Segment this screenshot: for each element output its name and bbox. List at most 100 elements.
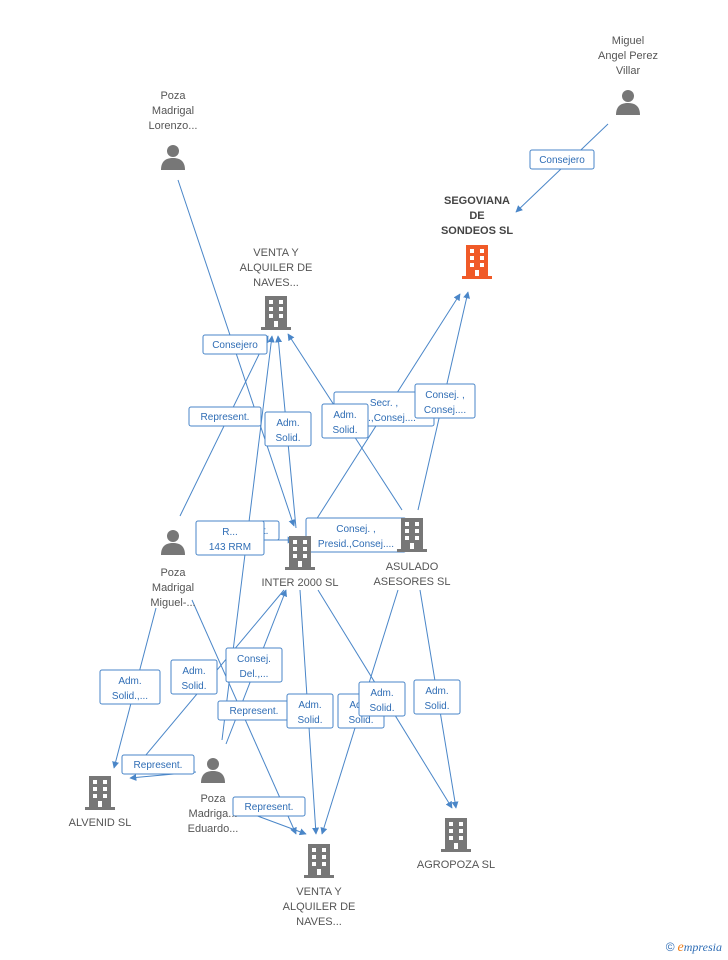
brand-logo[interactable]: © empresia	[666, 940, 722, 956]
edge-label-adm-solid-5[interactable]: Adm. Solid.	[286, 693, 334, 729]
edge-label-text: Solid.	[424, 701, 449, 712]
edge-label-rrm[interactable]: R... 143 RRM	[195, 520, 265, 556]
node-label: VENTA Y	[253, 247, 299, 259]
node-venta-top[interactable]: VENTA Y ALQUILER DE NAVES...	[240, 247, 313, 330]
node-label: INTER 2000 SL	[261, 577, 338, 589]
node-label: NAVES...	[253, 277, 299, 289]
node-label: ALVENID SL	[69, 817, 132, 829]
edge-label-adm-solid-4[interactable]: Adm. Solid.	[170, 659, 218, 695]
node-label: Lorenzo...	[149, 120, 198, 132]
edge-label-text: Adm.	[298, 700, 321, 711]
edge-label-text: Consej. ,	[336, 524, 375, 535]
node-poza-lorenzo[interactable]: PozaMadrigalLorenzo...	[149, 90, 198, 170]
edge-label-text: Represent.	[134, 760, 183, 771]
edge-label-text: Consejero	[212, 340, 258, 351]
person-icon	[161, 530, 185, 555]
edge-label-text: Represent.	[230, 706, 279, 717]
node-label: SONDEOS SL	[441, 225, 513, 237]
person-icon	[161, 145, 185, 170]
node-label: Madrigal	[152, 582, 194, 594]
edge-label-adm-solid-7[interactable]: Adm. Solid.	[358, 681, 406, 717]
edge-label-consejero-miguel[interactable]: Consejero	[529, 149, 595, 170]
node-inter2000[interactable]: INTER 2000 SL	[261, 536, 339, 589]
edge-label-text: Consejero	[539, 155, 585, 166]
edge-label-consejero-lorenzo[interactable]: Consejero	[202, 334, 268, 355]
edge-label-text: R...	[222, 527, 238, 538]
building-icon	[85, 776, 115, 810]
node-venta-bottom[interactable]: VENTA Y ALQUILER DE NAVES...	[283, 844, 356, 928]
edge-label-text: Adm.	[276, 418, 299, 429]
building-icon	[304, 844, 334, 878]
person-icon	[201, 758, 225, 783]
edge-label-text: Del.,...	[240, 669, 269, 680]
edge-label-text: Secr. ,	[370, 398, 398, 409]
edge-label-text: Solid.	[369, 703, 394, 714]
node-alvenid[interactable]: ALVENID SL	[69, 776, 132, 829]
edge-label-text: 143 RRM	[209, 542, 251, 553]
building-icon	[462, 245, 492, 279]
edge-label-consej-2[interactable]: Consej. , Consej....	[414, 383, 476, 419]
node-label: Villar	[616, 65, 641, 77]
brand-name: mpresia	[683, 940, 722, 954]
edge-label-text: Solid.	[275, 433, 300, 444]
node-label: ASESORES SL	[373, 576, 450, 588]
edge-label-text: ...ej.,Consej....	[352, 413, 416, 424]
node-label: Poza	[200, 793, 226, 805]
node-label: VENTA Y	[296, 886, 342, 898]
edge-label-text: Represent.	[245, 802, 294, 813]
node-label: Miguel-...	[150, 597, 195, 609]
node-segoviana[interactable]: SEGOVIANA DE SONDEOS SL	[441, 195, 513, 279]
edge-label-adm-solid-8[interactable]: Adm.Solid.	[413, 679, 461, 715]
edge-label-text: Adm.	[182, 666, 205, 677]
edge-label-text: Adm.	[333, 410, 356, 421]
edge-label-text: Consej....	[424, 405, 466, 416]
edge-label-represent-1[interactable]: Represent.	[188, 406, 262, 427]
edge-label-consej-presid[interactable]: Consej. , Presid.,Consej....	[305, 517, 407, 553]
edge-label-text: Consej. ,	[425, 390, 464, 401]
node-label: SEGOVIANA	[444, 195, 510, 207]
edge-label-text: Solid.	[181, 681, 206, 692]
node-agropoza[interactable]: AGROPOZA SL	[417, 818, 495, 871]
copyright-symbol: ©	[665, 940, 675, 954]
node-label: Madrigal	[152, 105, 194, 117]
edge-label-text: Solid.	[297, 715, 322, 726]
edge-label-text: Represent.	[201, 412, 250, 423]
node-label: Madriga...	[189, 808, 238, 820]
edge-label-text: Solid.,...	[112, 691, 148, 702]
edge-label-text: Solid.	[348, 715, 373, 726]
edge-label-text: Consej.	[237, 654, 271, 665]
building-icon	[285, 536, 315, 570]
edge-labels: ConsejeroConsejeroRepresent.Adm.Solid.Se…	[99, 149, 595, 817]
edge-label-represent-3[interactable]: Represent.	[217, 700, 291, 721]
node-label: Poza	[160, 567, 186, 579]
person-icon	[616, 90, 640, 115]
node-poza-miguel[interactable]: PozaMadrigalMiguel-...	[150, 530, 196, 609]
node-label: NAVES...	[296, 916, 342, 928]
edge-label-adm-solid-3[interactable]: Adm. Solid.,...	[99, 669, 161, 705]
edge-label-text: Adm.	[118, 676, 141, 687]
edge-label-text: Adm.	[370, 688, 393, 699]
edge-label-represent-5[interactable]: Represent.	[232, 796, 306, 817]
edge-label-text: Presid.,Consej....	[318, 539, 394, 550]
node-label: DE	[469, 210, 484, 222]
edge-label-text: Solid.	[332, 425, 357, 436]
node-label: Poza	[160, 90, 186, 102]
node-label: Eduardo...	[188, 823, 239, 835]
edge-label-represent-4[interactable]: Represent.	[121, 754, 195, 775]
building-icon	[397, 518, 427, 552]
node-label: Miguel	[612, 35, 644, 47]
building-icon	[261, 296, 291, 330]
node-label: Angel Perez	[598, 50, 658, 62]
building-icon	[441, 818, 471, 852]
edge-label-adm-solid-2[interactable]: Adm. Solid.	[321, 403, 369, 439]
edge-label-adm-solid-1[interactable]: Adm. Solid.	[264, 411, 312, 447]
node-label: AGROPOZA SL	[417, 859, 495, 871]
node-label: ALQUILER DE	[240, 262, 313, 274]
edge-label-consej-del[interactable]: Consej. Del.,...	[225, 647, 283, 683]
node-label: ALQUILER DE	[283, 901, 356, 913]
